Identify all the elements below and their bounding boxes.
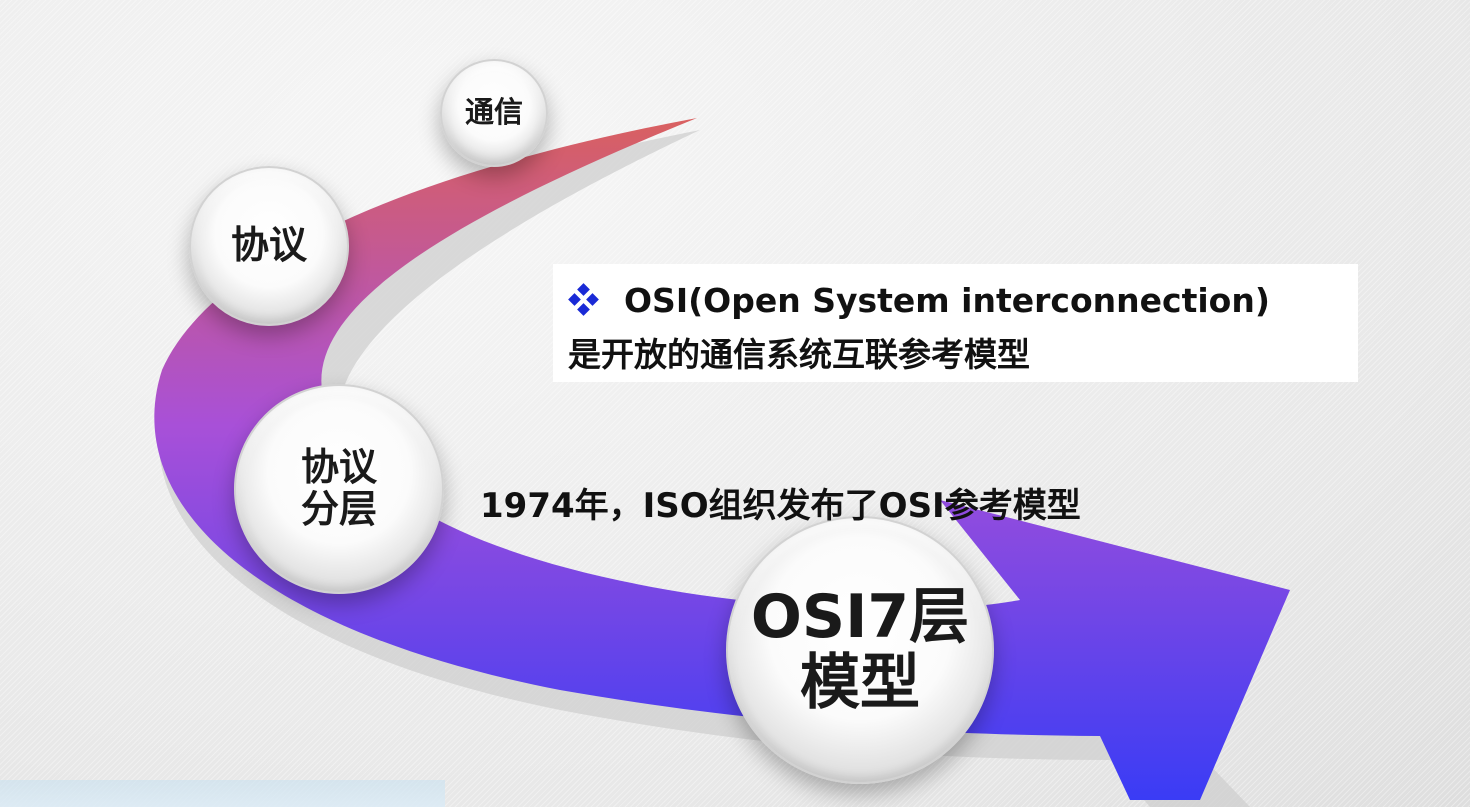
info-line1: OSI(Open System interconnection) [568,276,1358,324]
bubble-osi-model: OSI7层 模型 [726,516,994,784]
bubble-xieyi-label: 协议 [230,223,307,268]
bubble-tongxin-label: 通信 [464,95,523,130]
bubble-xieyi-fenceng-line1: 协议 [300,445,377,490]
info-line1-text: OSI(Open System interconnection) [624,280,1270,320]
info-box: OSI(Open System interconnection) 是开放的通信系… [553,264,1358,382]
bottom-decorative-strip [0,780,445,807]
diamond-bullet-icon [568,283,600,316]
bubble-tongxin: 通信 [440,59,548,167]
bubble-xieyi: 协议 [189,166,349,326]
bubble-xieyi-fenceng-line2: 分层 [300,487,377,531]
info-line2-text: 是开放的通信系统互联参考模型 [568,335,1030,374]
bubble-osi-model-line1: OSI7层 [750,582,970,652]
bubble-osi-model-line2: 模型 [799,648,920,718]
caption-1974: 1974年，ISO组织发布了OSI参考模型 [480,486,1081,526]
bubble-xieyi-fenceng: 协议 分层 [234,384,444,594]
arrow-body [154,118,1290,800]
